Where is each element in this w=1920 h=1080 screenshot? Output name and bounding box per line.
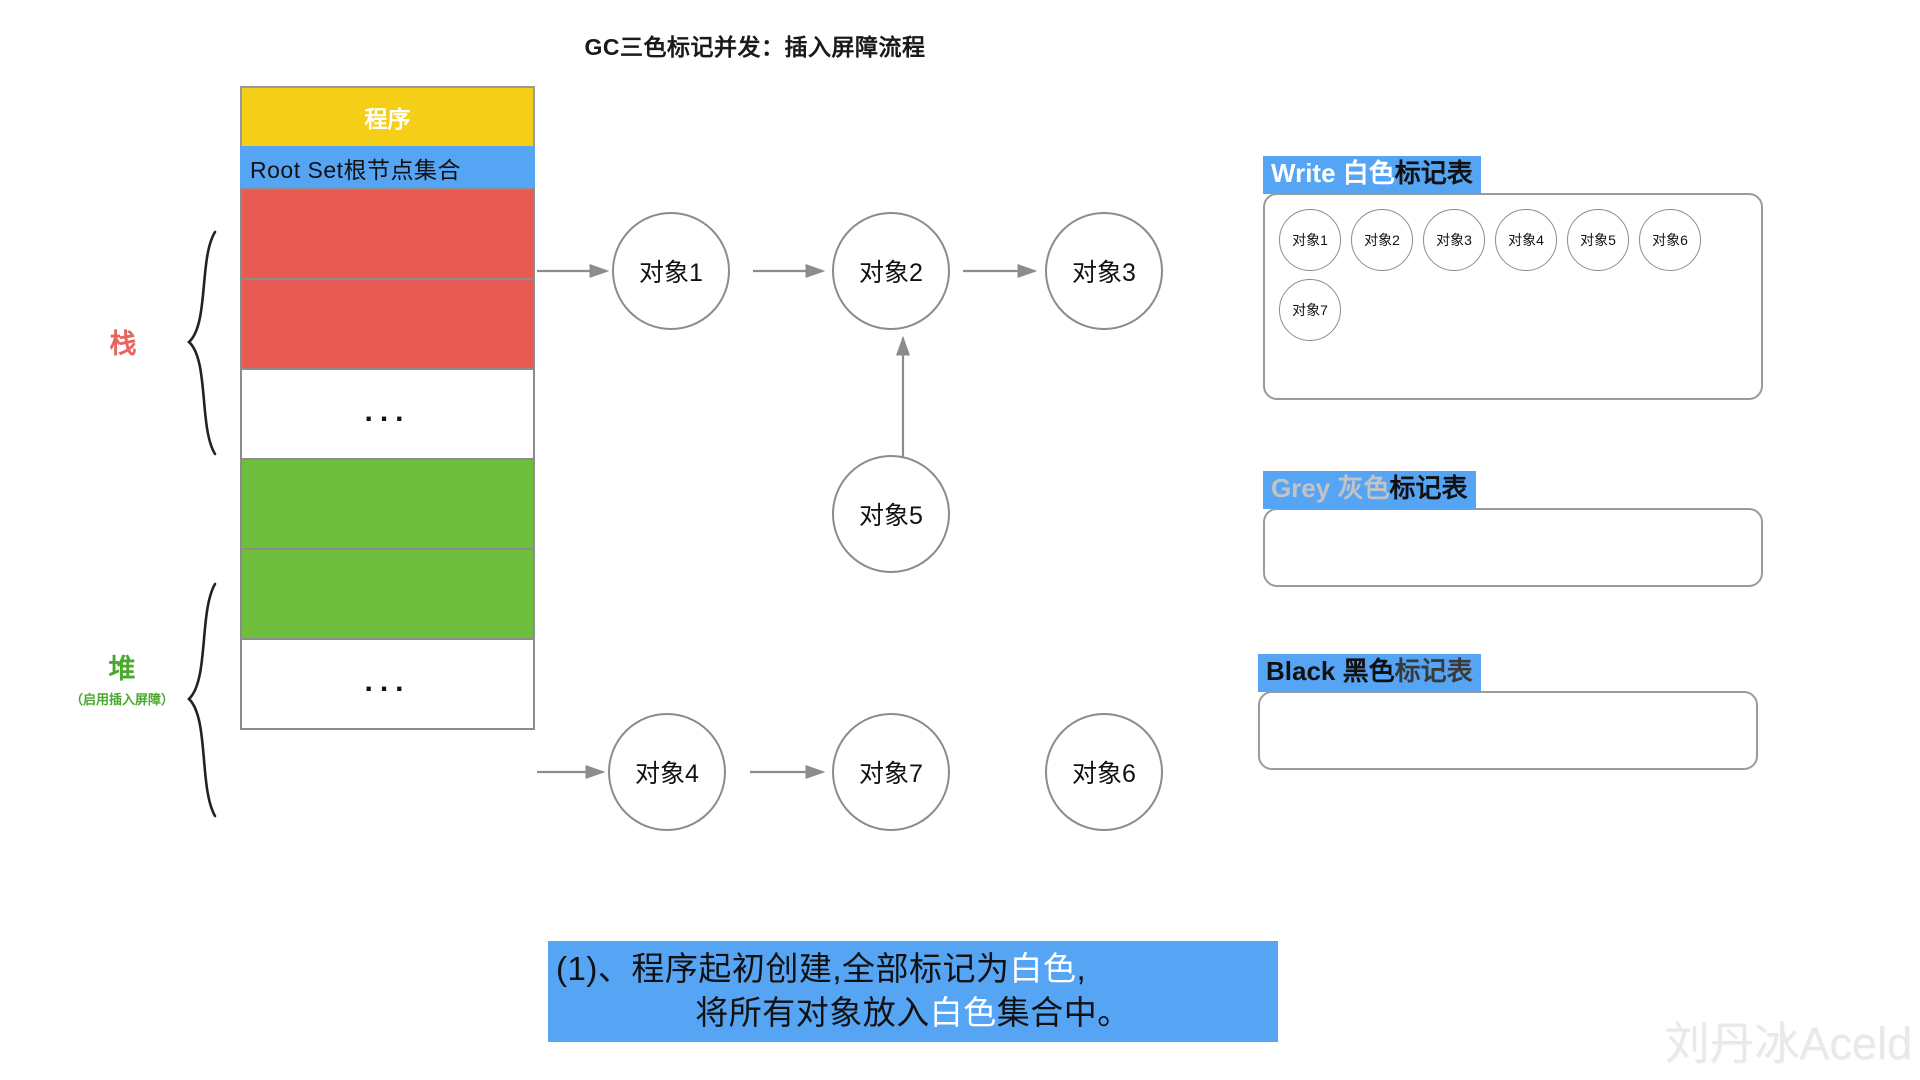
mark-table-white-box: 对象1 对象2 对象3 对象4 对象5 对象6 对象7	[1263, 193, 1763, 400]
mark-chip[interactable]: 对象3	[1423, 209, 1485, 271]
step-caption-line1-pre: (1)、程序起初创建,全部标记为	[556, 950, 1010, 987]
step-caption-line2-pre: 将所有对象放入	[695, 993, 930, 1031]
mark-table-black-items	[1260, 693, 1756, 768]
graph-node-obj7-label: 对象7	[859, 760, 923, 788]
graph-node-obj4[interactable]: 对象4	[608, 713, 726, 831]
mark-chip[interactable]: 对象6	[1639, 209, 1701, 271]
memory-cell-program-label: 程序	[364, 106, 411, 132]
mark-table-white-header: Write 白色标记表	[1263, 156, 1481, 194]
graph-node-obj4-label: 对象4	[635, 760, 699, 788]
step-caption-line1-highlight: 白色	[1009, 950, 1077, 987]
step-caption-line1: (1)、程序起初创建,全部标记为白色,	[548, 947, 1278, 991]
page-title: GC三色标记并发：插入屏障流程	[0, 28, 1920, 62]
graph-node-obj6[interactable]: 对象6	[1045, 713, 1163, 831]
graph-node-obj3-label: 对象3	[1072, 259, 1136, 287]
graph-node-obj5[interactable]: 对象5	[832, 455, 950, 573]
watermark: 刘丹冰Aceld	[1664, 1018, 1912, 1069]
mark-table-black-header: Black 黑色标记表	[1258, 654, 1481, 692]
mark-chip[interactable]: 对象1	[1279, 209, 1341, 271]
mark-table-grey-header: Grey 灰色标记表	[1263, 471, 1476, 509]
mark-table-black-box	[1258, 691, 1758, 770]
mark-chip-label: 对象5	[1580, 232, 1616, 248]
heap-brace	[175, 580, 220, 820]
graph-node-obj2[interactable]: 对象2	[832, 212, 950, 330]
mark-table-grey: Grey 灰色标记表	[1263, 471, 1763, 601]
graph-node-obj1[interactable]: 对象1	[612, 212, 730, 330]
graph-node-obj1-label: 对象1	[639, 259, 703, 287]
mark-table-grey-items	[1265, 510, 1761, 585]
stack-brace	[175, 228, 220, 458]
mark-table-white-keyword: Write 白色	[1271, 158, 1395, 188]
mark-chip-label: 对象4	[1508, 232, 1544, 248]
step-caption-line2-highlight: 白色	[929, 993, 997, 1031]
stack-gap-ellipsis: ...	[364, 395, 411, 428]
memory-cell-stack-slot-2	[240, 278, 535, 370]
step-caption-line2: 将所有对象放入白色集合中。	[548, 991, 1278, 1035]
mark-chip[interactable]: 对象4	[1495, 209, 1557, 271]
label-stack: 栈	[78, 329, 168, 360]
memory-cell-rootset: Root Set根节点集合	[240, 146, 535, 190]
mark-table-grey-keyword: Grey 灰色	[1271, 473, 1390, 503]
mark-table-white-tail: 标记表	[1394, 158, 1473, 188]
label-heap-text: 堆	[108, 654, 136, 684]
mark-table-black-tail: 标记表	[1394, 656, 1473, 686]
label-heap: 堆 （启用插入屏障）	[62, 654, 182, 708]
memory-cell-rootset-label: Root Set根节点集合	[250, 157, 461, 183]
mark-table-black: Black 黑色标记表	[1258, 654, 1758, 784]
label-heap-subtext: （启用插入屏障）	[69, 691, 174, 707]
memory-cell-heap-slot-2	[240, 548, 535, 640]
graph-node-obj2-label: 对象2	[859, 259, 923, 287]
mark-chip-label: 对象3	[1436, 232, 1472, 248]
step-caption-line1-tail: ,	[1076, 950, 1087, 987]
memory-cell-stack-gap: ...	[240, 368, 535, 460]
graph-node-obj7[interactable]: 对象7	[832, 713, 950, 831]
memory-cell-heap-gap: ...	[240, 638, 535, 730]
label-stack-text: 栈	[109, 329, 137, 359]
memory-cell-stack-slot-1	[240, 188, 535, 280]
graph-node-obj6-label: 对象6	[1072, 760, 1136, 788]
graph-node-obj5-label: 对象5	[859, 502, 923, 530]
heap-gap-ellipsis: ...	[364, 665, 411, 698]
mark-chip-label: 对象7	[1292, 302, 1328, 318]
mark-table-grey-box	[1263, 508, 1763, 587]
step-caption-line2-tail: 集合中。	[996, 993, 1131, 1031]
mark-chip-label: 对象6	[1652, 232, 1688, 248]
page-title-text: GC三色标记并发：插入屏障流程	[584, 34, 926, 60]
mark-chip[interactable]: 对象5	[1567, 209, 1629, 271]
mark-table-white: Write 白色标记表 对象1 对象2 对象3 对象4 对象5 对象6 对象7	[1263, 156, 1763, 400]
mark-chip-label: 对象2	[1364, 232, 1400, 248]
mark-table-grey-tail: 标记表	[1389, 473, 1468, 503]
memory-cell-heap-slot-1	[240, 458, 535, 550]
mark-chip-label: 对象1	[1292, 232, 1328, 248]
memory-column: 程序 Root Set根节点集合 ... ...	[240, 86, 535, 730]
step-caption: (1)、程序起初创建,全部标记为白色, 将所有对象放入白色集合中。	[548, 941, 1278, 1043]
mark-table-white-items: 对象1 对象2 对象3 对象4 对象5 对象6 对象7	[1265, 195, 1761, 398]
graph-node-obj3[interactable]: 对象3	[1045, 212, 1163, 330]
mark-table-black-keyword: Black 黑色	[1266, 656, 1395, 686]
mark-chip[interactable]: 对象7	[1279, 279, 1341, 341]
mark-chip[interactable]: 对象2	[1351, 209, 1413, 271]
memory-cell-program: 程序	[240, 86, 535, 148]
